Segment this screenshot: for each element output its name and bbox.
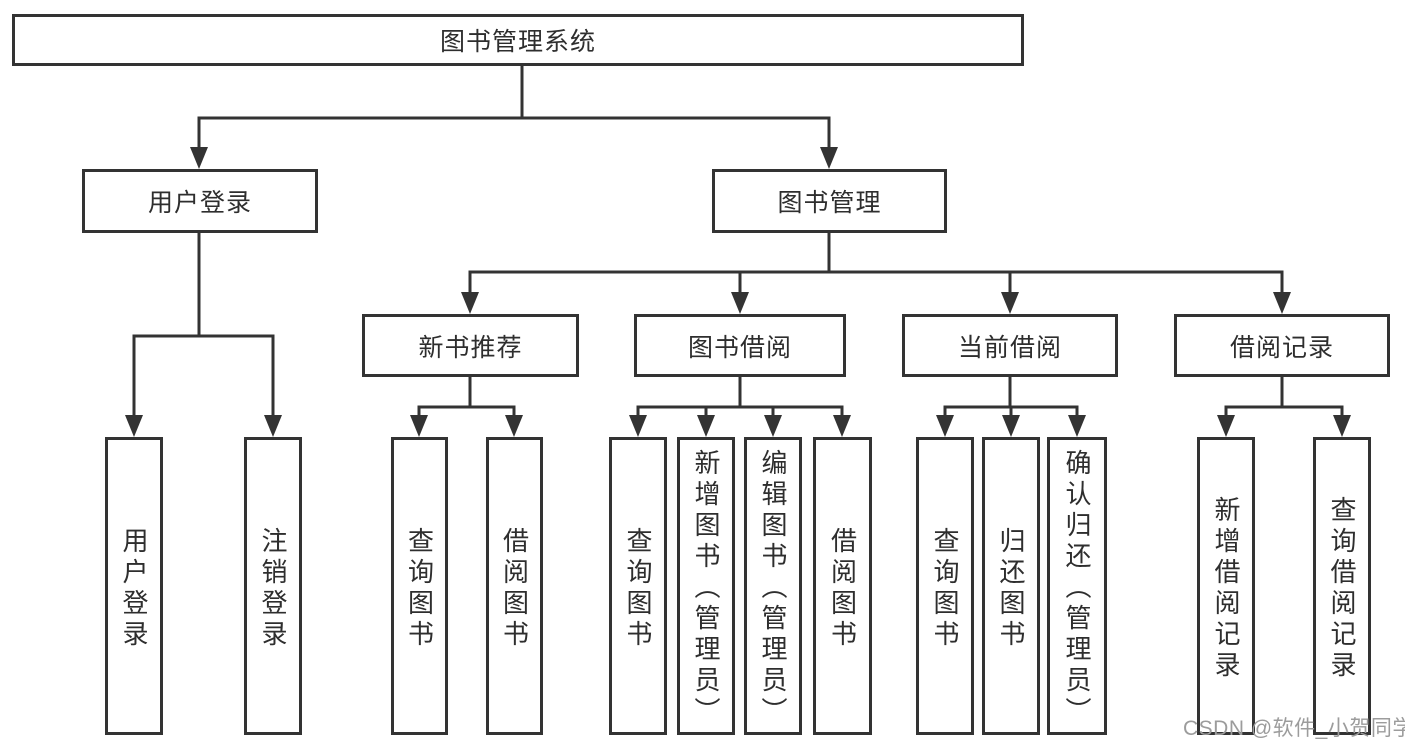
arrow-down-icon	[1001, 292, 1019, 314]
connector-root	[190, 63, 838, 169]
node-query-books-recommend: 查询图书	[391, 437, 448, 735]
connector-current-borrow	[936, 375, 1086, 437]
node-borrow-books-borrow: 借阅图书	[813, 437, 872, 735]
node-label: 编辑图书（管理员）	[758, 449, 788, 728]
node-label: 图书管理	[777, 189, 882, 217]
arrow-down-icon	[1273, 292, 1291, 314]
node-query-books-borrow: 查询图书	[609, 437, 667, 735]
arrow-down-icon	[731, 292, 749, 314]
node-logout-action: 注销登录	[244, 437, 302, 735]
node-label: 注销登录	[258, 526, 288, 651]
arrow-down-icon	[190, 147, 208, 169]
node-label: 确认归还（管理员）	[1062, 449, 1092, 728]
node-confirm-return-admin: 确认归还（管理员）	[1047, 437, 1107, 735]
connector-line	[132, 231, 275, 426]
node-label: 查询图书	[623, 526, 653, 651]
node-return-books: 归还图书	[982, 437, 1040, 735]
connector-book-management	[461, 231, 1291, 314]
node-login-action: 用户登录	[105, 437, 163, 735]
node-user-login: 用户登录	[82, 169, 318, 233]
arrow-down-icon	[410, 415, 428, 437]
connector-user-login	[125, 231, 282, 437]
arrow-down-icon	[264, 415, 282, 437]
node-label: 查询图书	[404, 526, 435, 651]
arrow-down-icon	[764, 415, 782, 437]
node-label: 用户登录	[119, 526, 149, 651]
node-label: 查询图书	[930, 526, 960, 651]
node-library-system: 图书管理系统	[12, 14, 1024, 66]
node-label: 图书借阅	[687, 333, 792, 362]
arrow-down-icon	[1333, 415, 1351, 437]
node-label: 借阅记录	[1229, 333, 1334, 362]
arrow-down-icon	[833, 415, 851, 437]
arrow-down-icon	[936, 415, 954, 437]
node-add-books-admin: 新增图书（管理员）	[677, 437, 735, 735]
arrow-down-icon	[1068, 415, 1086, 437]
node-label: 新增图书（管理员）	[691, 449, 721, 728]
arrow-down-icon	[820, 147, 838, 169]
arrow-down-icon	[125, 415, 143, 437]
arrow-down-icon	[1217, 415, 1235, 437]
node-book-management: 图书管理	[712, 169, 947, 233]
connector-line	[1224, 375, 1344, 426]
arrow-down-icon	[697, 415, 715, 437]
node-query-books-current: 查询图书	[916, 437, 974, 735]
node-book-borrow: 图书借阅	[634, 314, 846, 377]
node-label: 借阅图书	[499, 526, 530, 651]
node-label: 查询借阅记录	[1327, 495, 1357, 682]
csdn-watermark: CSDN @软件_小贺同学	[1183, 717, 1405, 740]
connector-book-borrow	[629, 375, 851, 437]
node-label: 新书推荐	[418, 333, 523, 362]
arrow-down-icon	[629, 415, 647, 437]
node-borrow-record: 借阅记录	[1174, 314, 1390, 377]
connector-line	[417, 375, 516, 426]
node-label: 图书管理系统	[439, 28, 596, 56]
node-label: 归还图书	[996, 526, 1026, 651]
node-label: 借阅图书	[827, 526, 858, 651]
node-borrow-books-recommend: 借阅图书	[486, 437, 543, 735]
node-label: 用户登录	[147, 189, 252, 217]
arrow-down-icon	[505, 415, 523, 437]
connector-new-book-recommend	[410, 375, 523, 437]
node-edit-books-admin: 编辑图书（管理员）	[744, 437, 802, 735]
node-new-book-recommend: 新书推荐	[362, 314, 579, 377]
node-current-borrow: 当前借阅	[902, 314, 1118, 377]
node-label: 新增借阅记录	[1211, 495, 1241, 682]
node-add-borrow-record: 新增借阅记录	[1197, 437, 1255, 735]
connector-line	[468, 231, 1284, 303]
node-query-borrow-record: 查询借阅记录	[1313, 437, 1371, 735]
connector-line	[636, 375, 844, 426]
node-label: 当前借阅	[957, 333, 1062, 362]
arrow-down-icon	[461, 292, 479, 314]
arrow-down-icon	[1002, 415, 1020, 437]
connector-line	[197, 63, 831, 160]
connector-borrow-record	[1217, 375, 1351, 437]
